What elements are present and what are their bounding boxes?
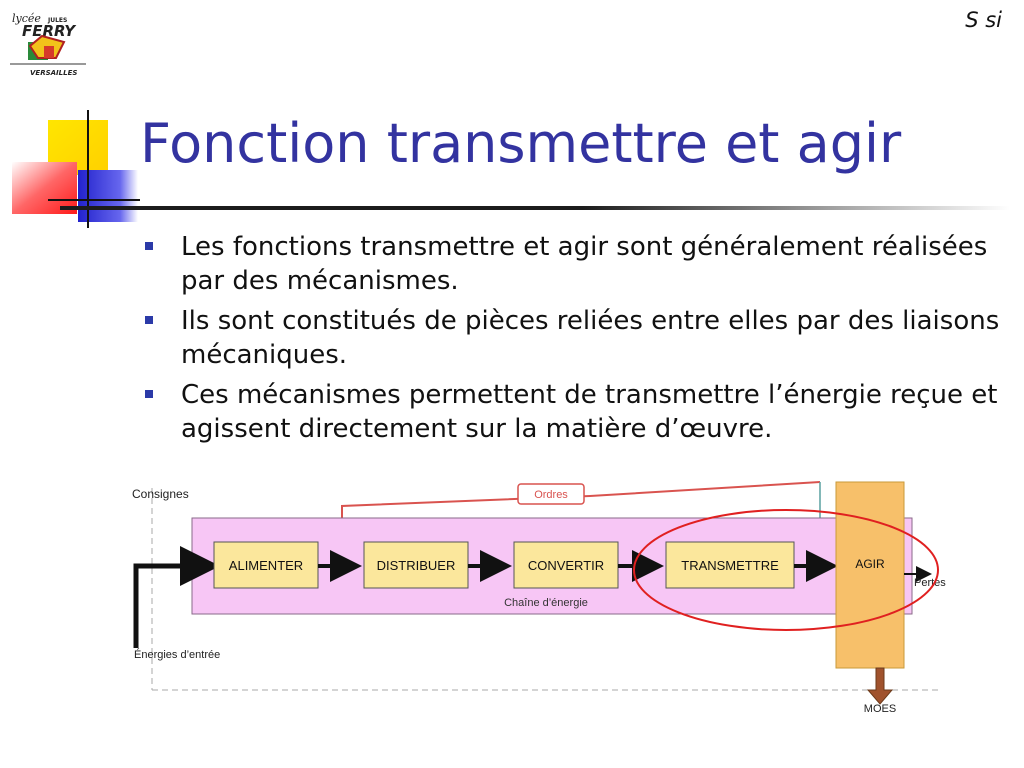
pertes-label: Pertes [914, 577, 946, 589]
bullet-item: Ils sont constitués de pièces reliées en… [140, 304, 1010, 372]
corner-label: S si [965, 8, 1002, 32]
ordres-box [517, 483, 585, 505]
ordres-label: Ordres [534, 489, 568, 501]
bullet-item: Ces mécanismes permettent de transmettre… [140, 378, 1010, 446]
logo-text-ferry: FERRY [22, 22, 77, 40]
bullet-text: Les fonctions transmettre et agir sont g… [181, 232, 988, 296]
block-distribuer-label: DISTRIBUER [377, 558, 456, 573]
block-transmettre-label: TRANSMETTRE [681, 558, 779, 573]
consignes-label: Consignes [132, 487, 189, 501]
title-underline [60, 206, 1010, 210]
bullet-square-icon [145, 316, 153, 324]
energy-chain-label: Chaîne d’énergie [504, 597, 588, 609]
bullet-text: Ces mécanismes permettent de transmettre… [181, 380, 998, 444]
bullet-square-icon [145, 390, 153, 398]
block-transmettre [665, 541, 795, 589]
slide-title: Fonction transmettre et agir [140, 112, 902, 175]
highlight-ellipse [633, 509, 939, 631]
block-distribuer [363, 541, 469, 589]
block-alimenter-label: ALIMENTER [229, 558, 303, 573]
logo-red-shape [44, 46, 54, 58]
bullet-item: Les fonctions transmettre et agir sont g… [140, 230, 1010, 298]
block-agir-label: AGIR [855, 557, 885, 571]
school-logo: lycée JULES FERRY VERSAILLES [8, 6, 88, 78]
block-convertir-label: CONVERTIR [528, 558, 604, 573]
energies-label: Énergies d’entrée [134, 648, 220, 661]
decorative-squares [12, 110, 140, 228]
energy-chain-diagram: Consignes Ordres Chaîne d’énergie Énergi… [132, 481, 946, 715]
bullet-square-icon [145, 242, 153, 250]
logo-text-jules: JULES [47, 17, 67, 24]
red-square [12, 162, 77, 214]
block-agir [835, 481, 905, 669]
block-alimenter [213, 541, 319, 589]
bullet-list: Les fonctions transmettre et agir sont g… [140, 230, 1010, 452]
moes-label: MOES [864, 703, 896, 715]
school-logo-graphic: lycée JULES FERRY VERSAILLES [10, 12, 86, 77]
bullet-text: Ils sont constitués de pièces reliées en… [181, 306, 1000, 370]
moes-arrow [866, 667, 894, 705]
logo-text-lycee: lycée [12, 12, 41, 25]
logo-text-versailles: VERSAILLES [30, 69, 77, 77]
input-energy-arrow [133, 546, 220, 648]
